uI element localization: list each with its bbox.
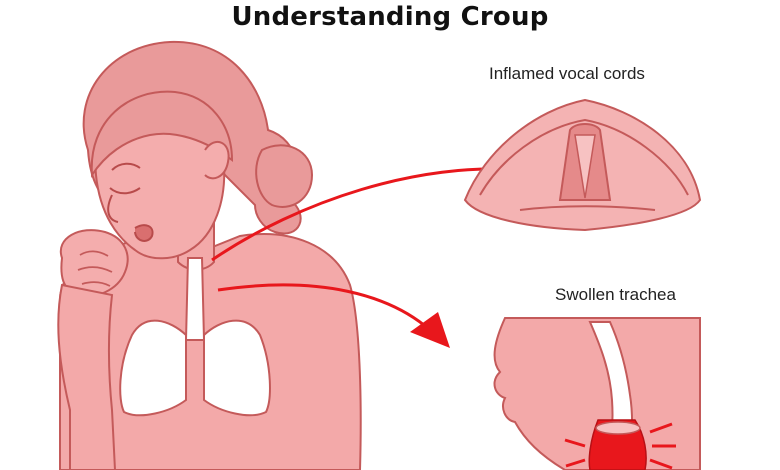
glottis [574, 134, 596, 199]
trachea-inset [493, 317, 701, 470]
trachea [184, 257, 206, 341]
ear [204, 140, 230, 180]
label-swollen-trachea: Swollen trachea [555, 285, 676, 304]
closed-eye [109, 187, 141, 195]
right-lung [203, 319, 271, 417]
swelling-marks [564, 422, 676, 470]
left-lung [119, 319, 187, 417]
mouth [134, 224, 154, 242]
forearm [57, 283, 117, 470]
arrowhead-trachea [410, 312, 450, 348]
head-profile [493, 317, 701, 470]
hair-fringe [90, 90, 234, 179]
fist-knuckles [77, 250, 113, 287]
diagram-title: Understanding Croup [231, 2, 549, 32]
eyebrow [111, 162, 141, 171]
nose [107, 194, 119, 223]
woman-figure [57, 40, 362, 470]
arrow-to-vocal-cords [211, 167, 521, 262]
larynx-rim [479, 118, 689, 196]
label-inflamed-vocal-cords: Inflamed vocal cords [489, 64, 645, 83]
hair-bun [255, 144, 314, 208]
vocal-cords-inset [463, 98, 702, 232]
vocal-cords-base [519, 205, 656, 211]
arrow-to-trachea [217, 283, 431, 332]
trachea-ring [595, 421, 641, 435]
